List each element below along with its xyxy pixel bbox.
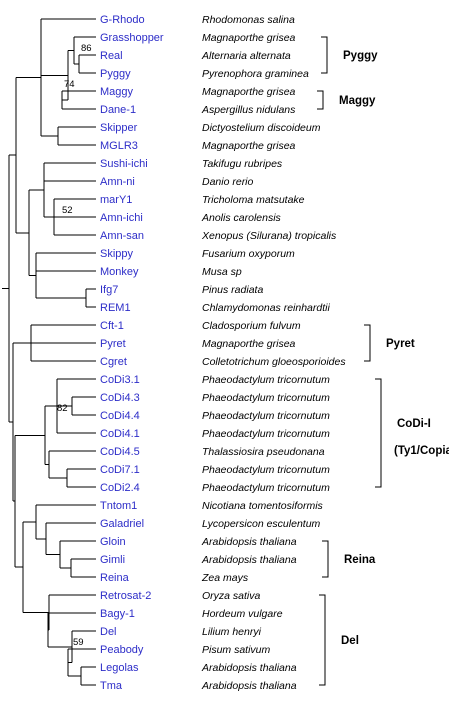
taxon-name: Peabody [100,644,144,656]
taxon-name: Dane-1 [100,104,136,116]
species-name: Rhodomonas salina [202,14,295,26]
species-name: Alternaria alternata [201,50,291,62]
group-bracket-codi-i [375,378,382,488]
taxon-name: Sushi-ichi [100,158,148,170]
species-name: Zea mays [201,572,249,584]
species-name: Dictyostelium discoideum [202,122,321,134]
species-name: Tricholoma matsutake [202,194,305,206]
taxon-name: Cgret [100,356,127,368]
species-name: Xenopus (Silurana) tropicalis [201,230,337,242]
taxon-name: Gimli [100,554,125,566]
species-name: Fusarium oxyporum [202,248,295,260]
group-bracket-reina [322,540,329,578]
taxon-name: Monkey [100,266,139,278]
group-label: Pyret [386,338,415,350]
species-name: Hordeum vulgare [202,608,283,620]
species-name: Takifugu rubripes [202,158,283,170]
group-bracket-pyret [364,324,371,362]
taxon-name: Amn-ichi [100,212,143,224]
species-name: Danio rerio [202,176,254,188]
species-name: Phaeodactylum tricornutum [202,428,330,440]
taxon-name: CoDi2.4 [100,482,140,494]
group-label: Reina [344,554,376,566]
species-name: Colletotrichum gloeosporioides [202,356,346,368]
species-name: Phaeodactylum tricornutum [202,464,330,476]
group-label: Maggy [339,95,376,107]
species-name: Cladosporium fulvum [202,320,301,332]
taxon-name: Retrosat-2 [100,590,151,602]
taxon-name: CoDi4.1 [100,428,140,440]
species-name: Nicotiana tomentosiformis [202,500,324,512]
taxon-name: CoDi4.5 [100,446,140,458]
species-name: Phaeodactylum tricornutum [202,482,330,494]
taxon-name: Cft-1 [100,320,124,332]
species-name: Chlamydomonas reinhardtii [202,302,330,314]
taxon-name: Ifg7 [100,284,118,296]
species-name: Pisum sativum [202,644,271,656]
taxon-name: marY1 [100,194,132,206]
taxon-name: Tma [100,680,123,692]
species-name: Magnaporthe grisea [202,32,296,44]
species-name: Phaeodactylum tricornutum [202,374,330,386]
group-label: Pyggy [343,50,378,62]
taxon-name: CoDi3.1 [100,374,140,386]
species-name: Phaeodactylum tricornutum [202,410,330,422]
species-name: Arabidopsis thaliana [201,536,297,548]
taxon-name: Gloin [100,536,126,548]
bootstrap-value: 52 [62,205,73,216]
species-name: Arabidopsis thaliana [201,554,297,566]
species-name: Arabidopsis thaliana [201,680,297,692]
species-name: Lycopersicon esculentum [202,518,321,530]
group-bracket-maggy [317,90,324,110]
taxon-name: Amn-ni [100,176,135,188]
species-name: Magnaporthe grisea [202,338,296,350]
group-label: Del [341,635,359,647]
group-label-secondary: (Ty1/Copia) [394,445,449,457]
taxon-name: CoDi4.3 [100,392,140,404]
taxon-name: CoDi4.4 [100,410,140,422]
bootstrap-value: 86 [81,43,92,54]
taxon-name: REM1 [100,302,131,314]
species-name: Pinus radiata [202,284,263,296]
taxon-name: Skipper [100,122,138,134]
species-name: Arabidopsis thaliana [201,662,297,674]
taxon-name: Amn-san [100,230,144,242]
bootstrap-value: 74 [64,79,75,90]
bootstrap-value: 59 [73,637,84,648]
species-name: Anolis carolensis [201,212,282,224]
taxon-name: Skippy [100,248,134,260]
taxon-name: MGLR3 [100,140,138,152]
species-name: Aspergillus nidulans [201,104,296,116]
species-name: Pyrenophora graminea [202,68,309,80]
species-name: Oryza sativa [202,590,261,602]
taxon-name: CoDi7.1 [100,464,140,476]
taxon-name: Galadriel [100,518,144,530]
species-name: Phaeodactylum tricornutum [202,392,330,404]
taxon-name: Legolas [100,662,139,674]
taxon-name: G-Rhodo [100,14,145,26]
taxon-name: Grasshopper [100,32,164,44]
taxon-name: Bagy-1 [100,608,135,620]
taxon-name: Tntom1 [100,500,137,512]
bootstrap-value: 82 [57,403,68,414]
species-name: Magnaporthe grisea [202,86,296,98]
species-name: Lilium henryi [202,626,262,638]
taxon-name: Reina [100,572,130,584]
taxon-name: Pyret [100,338,126,350]
taxon-name: Pyggy [100,68,131,80]
taxon-name: Real [100,50,123,62]
group-bracket-del [319,594,326,686]
species-name: Magnaporthe grisea [202,140,296,152]
taxon-name: Del [100,626,117,638]
species-name: Thalassiosira pseudonana [202,446,325,458]
species-name: Musa sp [202,266,242,278]
taxon-name: Maggy [100,86,134,98]
group-label: CoDi-I [397,418,431,430]
group-bracket-pyggy [321,36,328,74]
